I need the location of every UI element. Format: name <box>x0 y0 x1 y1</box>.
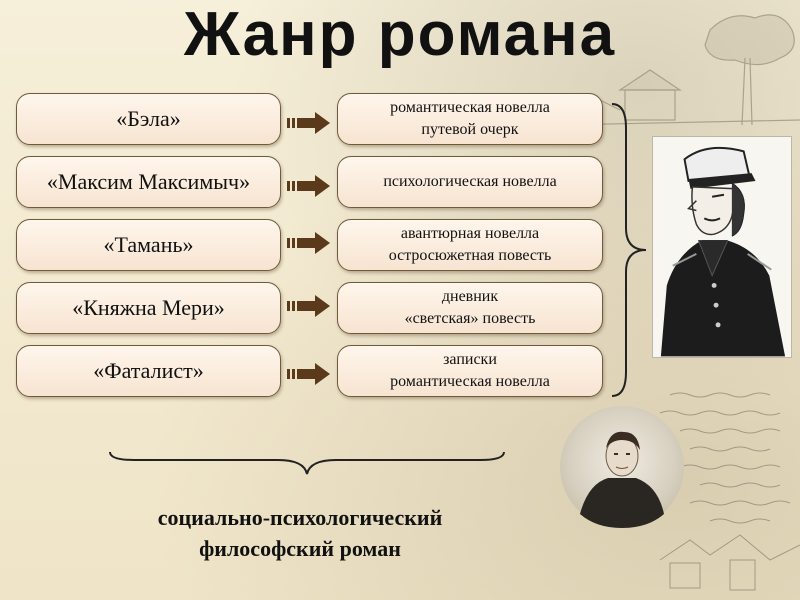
genre-line: романтическая новелла <box>390 99 550 116</box>
genre-line: записки <box>443 351 497 368</box>
conclusion-line: социально-психологический <box>157 505 443 530</box>
genre-box-bela: романтическая новелла путевой очерк <box>337 93 603 145</box>
conclusion-text: социально-психологический философский ро… <box>100 502 500 564</box>
conclusion-line: философский роман <box>199 536 401 561</box>
curly-brace-icon <box>109 451 505 475</box>
novel-title: «Фаталист» <box>93 358 204 383</box>
novel-title: «Бэла» <box>116 106 181 131</box>
novel-box-fatalist: «Фаталист» <box>16 345 281 397</box>
pechorin-portrait-sketch <box>652 136 792 358</box>
genre-line: романтическая новелла <box>390 373 550 390</box>
novel-box-taman: «Тамань» <box>16 219 281 271</box>
genre-box-fatalist: записки романтическая новелла <box>337 345 603 397</box>
novel-box-bela: «Бэла» <box>16 93 281 145</box>
arrow-right-icon <box>287 363 330 385</box>
arrow-right-icon <box>287 295 330 317</box>
novel-title: «Максим Максимыч» <box>46 169 251 194</box>
arrow-right-icon <box>287 175 330 197</box>
novel-title: «Княжна Мери» <box>72 295 225 320</box>
lermontov-oval-portrait <box>560 406 684 528</box>
genre-line: авантюрная новелла <box>400 225 540 242</box>
genre-line: дневник <box>441 288 499 305</box>
manuscript-page <box>659 392 800 591</box>
curly-brace-icon <box>611 103 647 397</box>
novel-box-knyazhna-meri: «Княжна Мери» <box>16 282 281 334</box>
novel-title: «Тамань» <box>103 232 194 257</box>
arrow-right-icon <box>287 112 330 134</box>
novel-box-maksim-maksimych: «Максим Максимыч» <box>16 156 281 208</box>
genre-box-taman: авантюрная новелла остросюжетная повесть <box>337 219 603 271</box>
genre-box-maksim-maksimych: психологическая новелла <box>337 156 603 208</box>
genre-line: «светская» повесть <box>404 310 536 327</box>
genre-line: психологическая новелла <box>383 173 557 190</box>
page-title: Жанр романа <box>183 0 617 69</box>
genre-box-knyazhna-meri: дневник «светская» повесть <box>337 282 603 334</box>
genre-line: путевой очерк <box>421 121 519 138</box>
genre-line: остросюжетная повесть <box>388 247 552 264</box>
arrow-right-icon <box>287 232 330 254</box>
